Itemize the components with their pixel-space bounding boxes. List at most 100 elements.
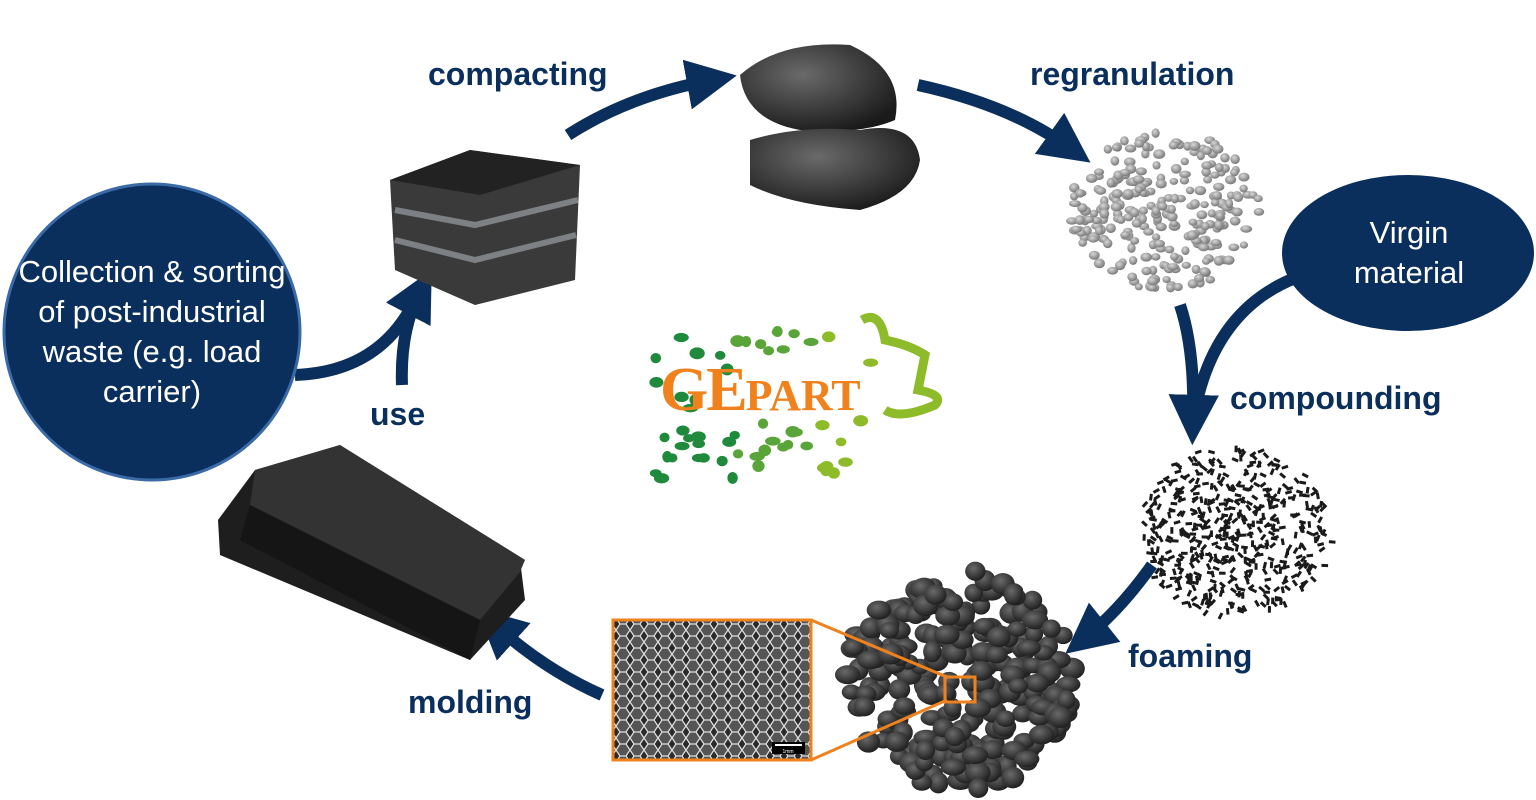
texture-particle — [1245, 500, 1254, 507]
texture-particle — [884, 731, 909, 752]
texture-particle — [1127, 272, 1138, 282]
texture-particle — [1279, 497, 1287, 505]
texture-particle — [1247, 583, 1255, 591]
texture-particle — [1014, 750, 1040, 768]
texture-particle — [1303, 562, 1310, 570]
texture-particle — [1246, 463, 1254, 469]
texture-particle — [1196, 472, 1203, 476]
texture-particle — [1190, 510, 1199, 517]
logo-leaf — [674, 441, 690, 451]
texture-particle — [964, 761, 991, 784]
texture-particle — [1141, 149, 1150, 159]
texture-particle — [1201, 146, 1213, 155]
texture-particle — [1209, 468, 1215, 476]
texture-particle — [1201, 222, 1210, 231]
texture-particle — [857, 650, 884, 670]
texture-particle — [1095, 186, 1107, 195]
texture-particle — [1206, 498, 1212, 506]
logo-leaf — [838, 457, 853, 467]
texture-particle — [1185, 186, 1195, 195]
texture-particle — [1141, 266, 1152, 276]
texture-particle — [866, 600, 892, 620]
texture-particle — [1240, 225, 1253, 233]
texture-particle — [1120, 136, 1129, 146]
texture-particle — [1180, 157, 1189, 166]
logo-leaf — [691, 453, 707, 463]
texture-particle — [944, 726, 965, 747]
texture-particle — [1279, 472, 1287, 479]
texture-particle — [1238, 509, 1242, 517]
texture-particle — [1210, 238, 1222, 247]
texture-particle — [1200, 201, 1209, 209]
texture-particle — [1129, 207, 1140, 218]
texture-particle — [1298, 519, 1307, 525]
texture-particle — [1300, 526, 1305, 534]
texture-particle — [1205, 562, 1212, 571]
texture-particle — [1201, 535, 1209, 539]
logo-leaf — [803, 337, 819, 347]
texture-particle — [1310, 563, 1318, 570]
texture-particle — [1278, 525, 1286, 530]
texture-particle — [1194, 551, 1201, 559]
logo-leaf — [820, 464, 832, 477]
texture-particle — [1157, 535, 1164, 543]
texture-particle — [1229, 566, 1236, 574]
texture-particle — [1210, 171, 1220, 179]
texture-particle — [1318, 546, 1326, 553]
texture-particle — [1247, 570, 1253, 579]
texture-particle — [1254, 599, 1260, 607]
texture-particle — [1198, 510, 1205, 518]
texture-particle — [888, 679, 911, 700]
logo-leaf — [815, 420, 830, 431]
logo-leaf — [682, 403, 699, 413]
texture-particle — [1212, 558, 1221, 565]
zoom-line-top — [810, 618, 948, 679]
texture-particle — [1269, 542, 1277, 549]
texture-particle — [1241, 604, 1248, 613]
texture-particle — [1244, 487, 1252, 492]
texture-particle — [1208, 592, 1212, 600]
texture-particle — [1218, 571, 1226, 575]
texture-particle — [1240, 450, 1247, 458]
texture-particle — [986, 626, 1011, 648]
logo-leaf — [673, 332, 689, 343]
texture-particle — [1234, 445, 1238, 453]
texture-particle — [1248, 560, 1256, 564]
texture-particle — [1198, 552, 1204, 560]
logo-leaf — [692, 439, 706, 449]
texture-particle — [1165, 583, 1173, 589]
texture-particle — [1183, 473, 1191, 480]
texture-particle — [1172, 594, 1180, 601]
texture-particle — [1275, 517, 1281, 525]
logo-leaf — [758, 444, 772, 457]
arrow-molding — [476, 608, 605, 701]
texture-particle — [1266, 598, 1270, 606]
texture-particle — [1203, 175, 1213, 184]
collection-label: Collection & sorting of post-industrial … — [18, 254, 286, 409]
logo-leaf — [757, 418, 769, 429]
texture-particle — [1220, 586, 1225, 594]
texture-particle — [841, 684, 861, 700]
logo-leaf — [689, 394, 702, 406]
texture-particle — [1195, 575, 1200, 583]
texture-particle — [1252, 544, 1259, 552]
texture-particle — [1280, 538, 1285, 546]
texture-particle — [1216, 472, 1222, 481]
texture-particle — [1127, 243, 1136, 253]
texture-particle — [1234, 583, 1240, 591]
texture-particle — [1225, 198, 1234, 209]
texture-particle — [1222, 530, 1227, 538]
texture-particle — [1170, 527, 1174, 534]
texture-particle — [1207, 551, 1214, 559]
texture-particle — [1230, 168, 1239, 177]
texture-particle — [1124, 144, 1137, 153]
texture-particle — [1251, 494, 1259, 501]
texture-particle — [1238, 587, 1246, 592]
texture-particle — [1267, 556, 1275, 562]
texture-particle — [1152, 487, 1160, 494]
texture-particle — [1293, 560, 1301, 567]
texture-particle — [1094, 226, 1104, 236]
texture-particle — [1266, 460, 1274, 467]
texture-particle — [1134, 283, 1143, 291]
